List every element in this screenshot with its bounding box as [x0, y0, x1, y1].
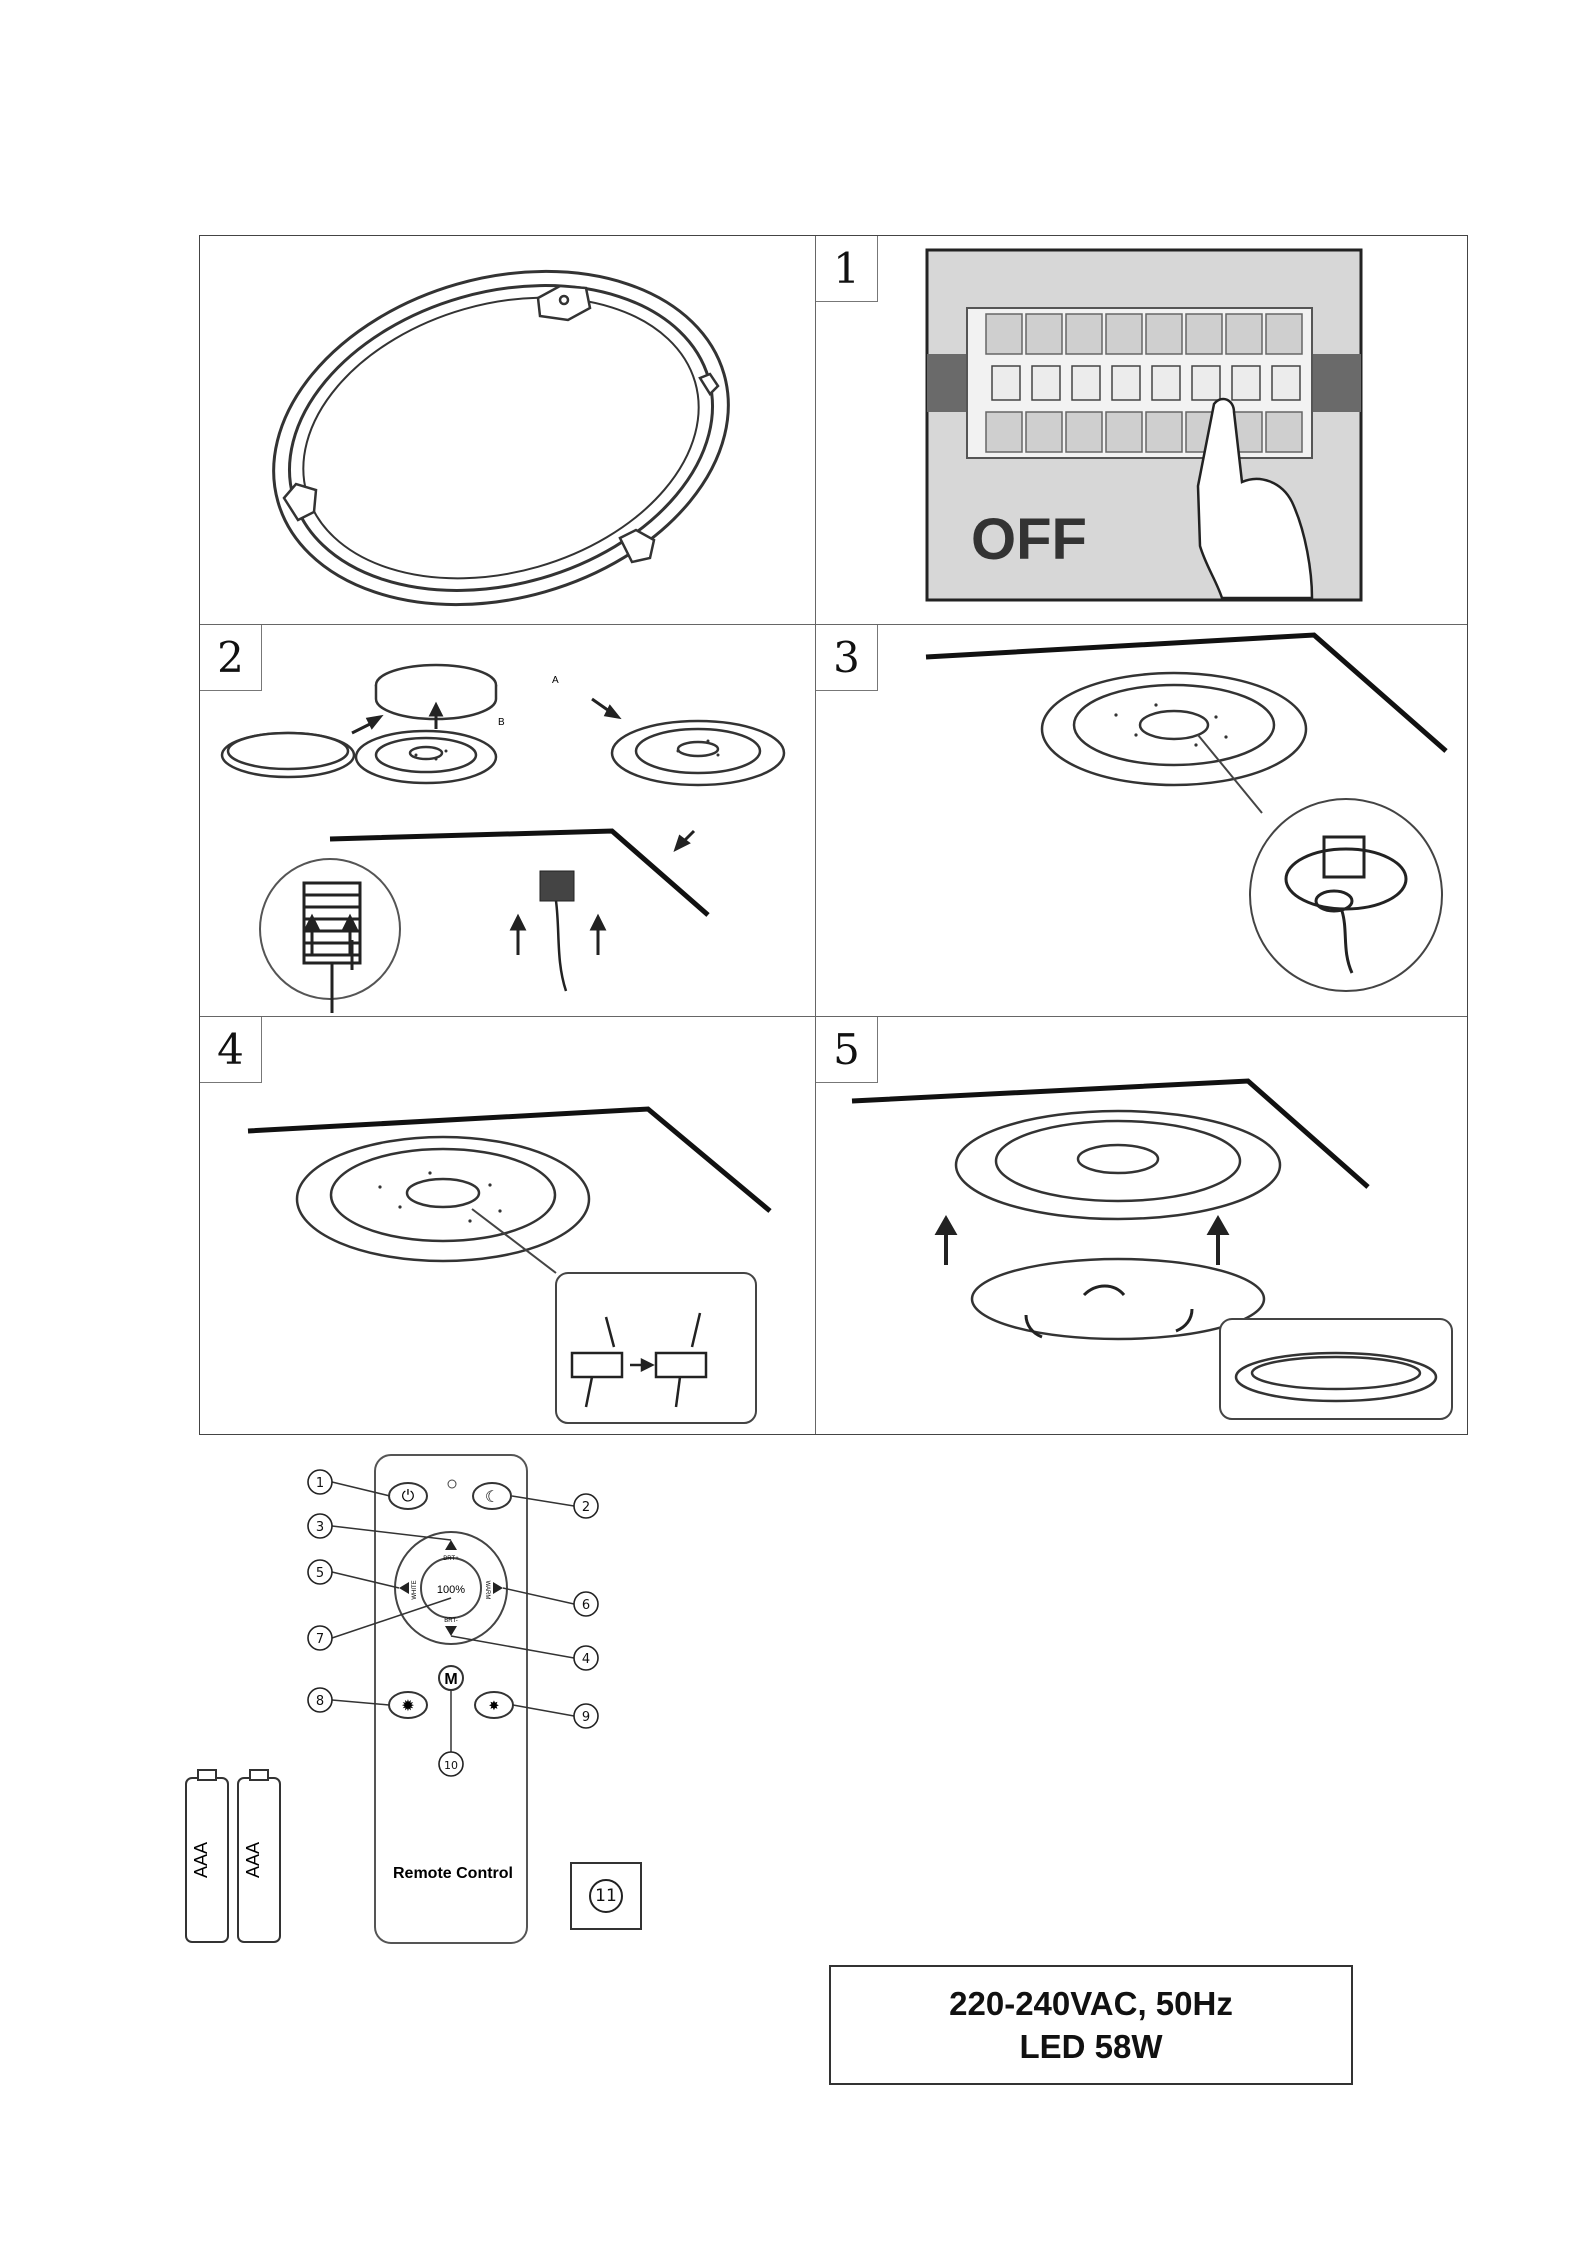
battery-label: AAA: [243, 1842, 263, 1878]
ceiling-ring-illustration: [200, 236, 816, 625]
step-number: 5: [816, 1017, 878, 1083]
callout-8: 8: [316, 1694, 324, 1709]
step-number: 1: [816, 236, 878, 302]
step-1-cell: 1 OFF: [816, 236, 1467, 625]
off-label: OFF: [971, 507, 1087, 572]
step-3-cell: 3: [816, 625, 1467, 1017]
center-button-label: 100%: [437, 1584, 465, 1596]
part-label: A: [552, 675, 559, 686]
callout-4: 4: [582, 1652, 590, 1667]
step-number: 3: [816, 625, 878, 691]
voltage-spec: 220-240VAC, 50Hz: [949, 1982, 1233, 2025]
step-number: 2: [200, 625, 262, 691]
fix-base-illustration: [816, 625, 1467, 1017]
white-label: WHITE: [412, 1580, 418, 1599]
step-5-cell: 5: [816, 1017, 1467, 1434]
callout-3: 3: [316, 1520, 324, 1535]
step-number: 4: [200, 1017, 262, 1083]
part-label: B: [498, 717, 505, 728]
remote-title: Remote Control: [393, 1865, 513, 1882]
callout-5: 5: [316, 1566, 324, 1581]
step-4-cell: 4: [200, 1017, 816, 1434]
callout-9: 9: [582, 1710, 590, 1725]
accessory-box: 11: [570, 1862, 642, 1930]
remove-cover-illustration: A B: [200, 625, 816, 1017]
product-overview-cell: [200, 236, 816, 625]
mode-button-label: M: [444, 1671, 457, 1688]
low-brightness-icon: ✸: [489, 1699, 500, 1714]
callout-1: 1: [316, 1476, 324, 1491]
connect-wires-illustration: [200, 1017, 816, 1434]
brt-down-label: BRT-: [444, 1618, 458, 1624]
warm-label: WARM: [484, 1581, 490, 1600]
power-icon: ⏻: [402, 1486, 415, 1505]
callout-7: 7: [316, 1632, 324, 1647]
callout-2: 2: [582, 1500, 590, 1515]
attach-cover-illustration: [816, 1017, 1467, 1434]
callout-6: 6: [582, 1598, 590, 1613]
power-spec: LED 58W: [1019, 2025, 1162, 2068]
electrical-spec-box: 220-240VAC, 50Hz LED 58W: [829, 1965, 1353, 2085]
brt-up-label: BRT+: [443, 1556, 459, 1562]
callout-10: 10: [444, 1759, 458, 1772]
accessory-callout: 11: [589, 1879, 623, 1913]
battery-label: AAA: [191, 1842, 211, 1878]
breaker-off-illustration: OFF: [816, 236, 1467, 625]
night-mode-icon: ☾: [485, 1487, 499, 1506]
step-2-cell: 2 A B: [200, 625, 816, 1017]
full-brightness-icon: ✹: [401, 1696, 414, 1715]
installation-steps-grid: 1 OFF: [199, 235, 1468, 1435]
